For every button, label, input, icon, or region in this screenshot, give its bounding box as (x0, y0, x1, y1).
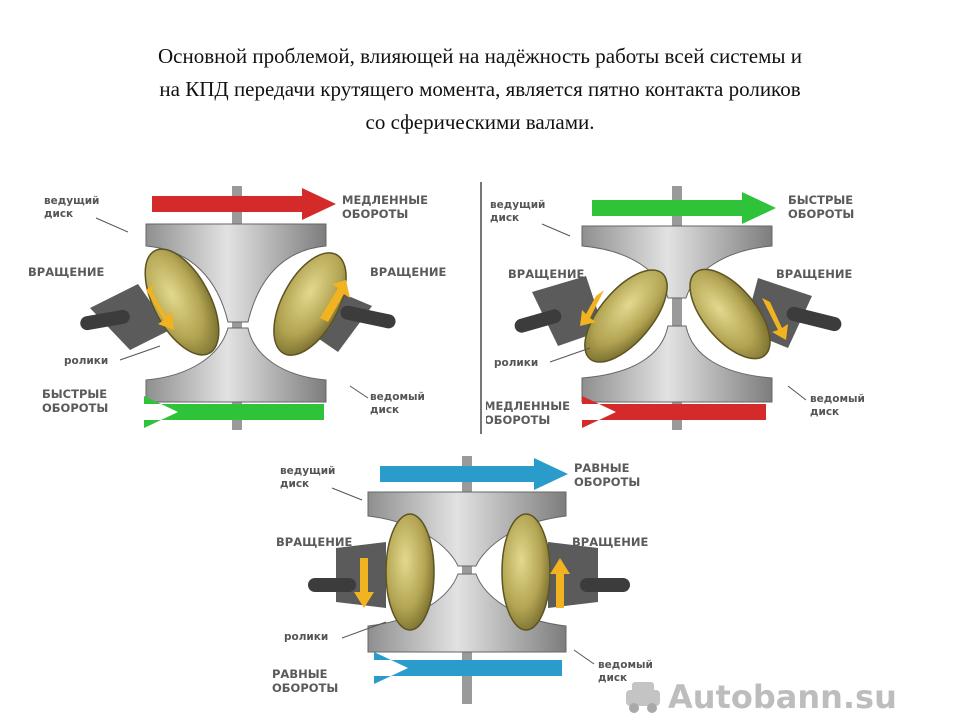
left-rotation-arrow (146, 284, 174, 330)
bottom-arrow-red (582, 396, 766, 428)
slide-heading: Основной проблемой, влияющей на надёжнос… (40, 40, 920, 139)
left-rotation-arrow (580, 290, 604, 326)
right-rotation-arrow (762, 298, 788, 340)
left-rotation-arrow (354, 558, 374, 608)
car-icon (626, 682, 660, 713)
label-top-speed-2: ОБОРОТЫ (574, 475, 640, 489)
right-bracket (548, 542, 598, 608)
right-roller (273, 252, 347, 356)
bottom-arrow-green (144, 396, 324, 428)
left-roller (385, 513, 435, 631)
label-bottom-speed-1: РАВНЫЕ (272, 667, 328, 681)
panel-slow: ведущий диск МЕДЛЕННЫЕ ОБОРОТЫ ВРАЩЕНИЕ … (20, 180, 460, 440)
heading-line-1: Основной проблемой, влияющей на надёжнос… (158, 44, 802, 68)
right-axle (786, 306, 842, 332)
driving-disc (581, 225, 773, 299)
label-driving-disc-1: ведущий (44, 195, 99, 207)
right-axle (580, 578, 630, 592)
label-left-rotation: ВРАЩЕНИЕ (28, 265, 104, 279)
top-arrow-blue (380, 458, 568, 490)
variator-diagram-slow: ведущий диск МЕДЛЕННЫЕ ОБОРОТЫ ВРАЩЕНИЕ … (28, 186, 446, 430)
right-rotation-arrow (320, 280, 350, 322)
variator-diagram-equal: ведущий диск РАВНЫЕ ОБОРОТЫ ВРАЩЕНИЕ ВРА… (272, 456, 653, 704)
panel-equal: ведущий диск РАВНЫЕ ОБОРОТЫ ВРАЩЕНИЕ ВРА… (262, 452, 682, 712)
panel-fast: ведущий диск БЫСТРЫЕ ОБОРОТЫ ВРАЩЕНИЕ ВР… (486, 180, 926, 440)
label-bottom-speed-2: ОБОРОТЫ (486, 413, 550, 427)
top-arrow-red (152, 188, 336, 220)
driven-disc (581, 325, 773, 403)
right-axle (340, 305, 396, 329)
label-right-rotation: ВРАЩЕНИЕ (776, 267, 852, 281)
heading-line-3: со сферическими валами. (365, 110, 595, 134)
top-arrow-green (592, 192, 776, 224)
label-rollers: ролики (64, 355, 108, 367)
label-driven-disc-1: ведомый (598, 659, 653, 671)
label-bottom-speed-2: ОБОРОТЫ (42, 401, 108, 415)
label-driving-disc-2: диск (44, 208, 73, 220)
shaft (672, 186, 682, 430)
panel-divider (480, 182, 482, 434)
right-roller (501, 513, 551, 631)
driving-disc (145, 223, 327, 323)
label-top-speed-1: МЕДЛЕННЫЕ (342, 193, 428, 207)
driven-disc (145, 327, 327, 403)
left-axle (308, 578, 356, 592)
label-driving-disc-1: ведущий (490, 199, 545, 211)
label-driven-disc-1: ведомый (810, 393, 865, 405)
label-top-speed-2: ОБОРОТЫ (788, 207, 854, 221)
label-left-rotation: ВРАЩЕНИЕ (276, 535, 352, 549)
label-top-speed-1: РАВНЫЕ (574, 461, 630, 475)
label-driving-disc-1: ведущий (280, 465, 335, 477)
left-axle (514, 309, 562, 333)
watermark-text: Autobann.su (668, 678, 897, 716)
label-driven-disc-2: диск (598, 672, 627, 684)
left-roller (144, 248, 220, 356)
label-right-rotation: ВРАЩЕНИЕ (572, 535, 648, 549)
right-roller (689, 268, 771, 360)
label-driving-disc-2: диск (490, 212, 519, 224)
bottom-arrow-blue (374, 652, 562, 684)
label-right-rotation: ВРАЩЕНИЕ (370, 265, 446, 279)
left-bracket (90, 284, 170, 350)
label-bottom-speed-2: ОБОРОТЫ (272, 681, 338, 695)
label-driven-disc-2: диск (370, 404, 399, 416)
label-bottom-speed-1: БЫСТРЫЕ (42, 387, 107, 401)
driven-disc (367, 573, 567, 653)
left-axle (80, 309, 130, 331)
label-top-speed-1: БЫСТРЫЕ (788, 193, 853, 207)
label-driven-disc-1: ведомый (370, 391, 425, 403)
label-top-speed-2: ОБОРОТЫ (342, 207, 408, 221)
left-bracket (532, 276, 604, 346)
label-left-rotation: ВРАЩЕНИЕ (508, 267, 584, 281)
heading-line-2: на КПД передачи крутящего момента, являе… (159, 77, 801, 101)
variator-diagram-fast: ведущий диск БЫСТРЫЕ ОБОРОТЫ ВРАЩЕНИЕ ВР… (486, 186, 865, 430)
label-rollers: ролики (494, 357, 538, 369)
label-bottom-speed-1: МЕДЛЕННЫЕ (486, 399, 570, 413)
label-rollers: ролики (284, 631, 328, 643)
label-driving-disc-2: диск (280, 478, 309, 490)
right-rotation-arrow (550, 558, 570, 608)
autobann-watermark: Autobann.su (626, 678, 897, 716)
label-driven-disc-2: диск (810, 406, 839, 418)
left-roller (584, 269, 668, 363)
